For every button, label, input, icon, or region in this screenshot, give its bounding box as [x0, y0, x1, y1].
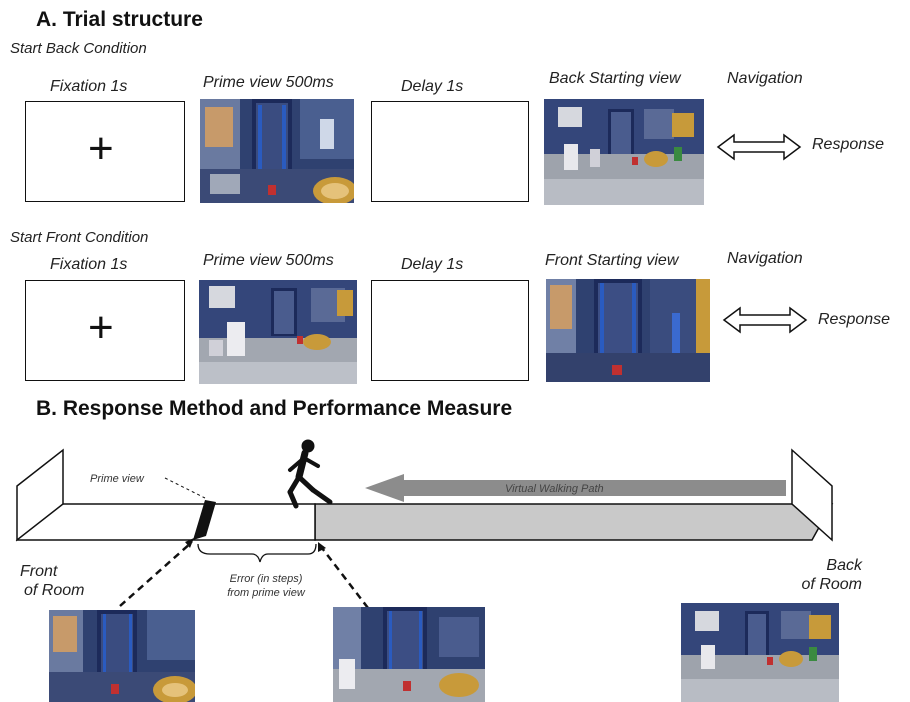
front-delay-label: Delay 1s: [401, 256, 464, 273]
fixation-cross: +: [88, 303, 114, 352]
front-navigation-arrow: [722, 306, 808, 334]
back-prime-image: [200, 99, 354, 203]
back-delay-label: Delay 1s: [401, 78, 464, 95]
section-b-title: B. Response Method and Performance Measu…: [36, 397, 513, 420]
prime-view-pointer: [164, 477, 206, 499]
error-view-dashed-arrow: [321, 547, 369, 609]
walking-figure-icon: [287, 439, 333, 509]
back-label-line1: Back: [826, 557, 862, 574]
back-wall: [791, 448, 833, 542]
back-view-image: [681, 603, 839, 702]
fixation-cross: +: [88, 124, 114, 173]
back-starting-image: [544, 99, 704, 205]
front-prime-label: Prime view 500ms: [203, 252, 334, 269]
back-starting-label: Back Starting view: [549, 70, 681, 87]
front-delay-screen: [371, 280, 529, 381]
back-condition-label: Start Back Condition: [10, 40, 147, 57]
front-of-room-label: Front of Room: [20, 562, 84, 600]
back-of-room-label: Back of Room: [786, 556, 862, 594]
error-label: Error (in steps) from prime view: [213, 572, 319, 600]
back-navigation-label: Navigation: [727, 70, 803, 87]
back-delay-screen: [371, 101, 529, 202]
back-label-line2: of Room: [801, 576, 862, 593]
front-wall: [16, 448, 64, 542]
front-label-line2: of Room: [24, 582, 85, 599]
error-label-line2: from prime view: [227, 587, 305, 599]
error-view-image: [333, 607, 485, 702]
section-a-title: A. Trial structure: [36, 8, 203, 31]
front-condition-label: Start Front Condition: [10, 229, 149, 246]
front-starting-label: Front Starting view: [545, 252, 679, 269]
front-response-label: Response: [818, 311, 891, 328]
front-view-dashed-arrow: [119, 541, 193, 607]
front-starting-image: [546, 279, 710, 382]
back-floor-region: [314, 503, 834, 541]
error-label-line1: Error (in steps): [229, 573, 303, 585]
back-response-label: Response: [812, 136, 885, 153]
front-fixation-label: Fixation 1s: [50, 256, 128, 273]
prime-view-label: Prime view: [90, 473, 144, 485]
walking-path-label: Virtual Walking Path: [505, 483, 604, 495]
front-floor-region: [15, 503, 316, 541]
walking-path-arrow: [365, 474, 786, 502]
front-prime-image: [199, 280, 357, 384]
prime-view-marker: [193, 500, 216, 540]
back-prime-label: Prime view 500ms: [203, 74, 334, 91]
back-navigation-arrow: [716, 133, 802, 161]
front-fixation-screen: +: [25, 280, 185, 381]
back-fixation-screen: +: [25, 101, 185, 202]
room-diagram: [15, 439, 834, 609]
front-view-image: [49, 610, 195, 702]
error-brace: [197, 543, 317, 563]
front-navigation-label: Navigation: [727, 250, 803, 267]
back-fixation-label: Fixation 1s: [50, 78, 128, 95]
front-label-line1: Front: [20, 563, 58, 580]
